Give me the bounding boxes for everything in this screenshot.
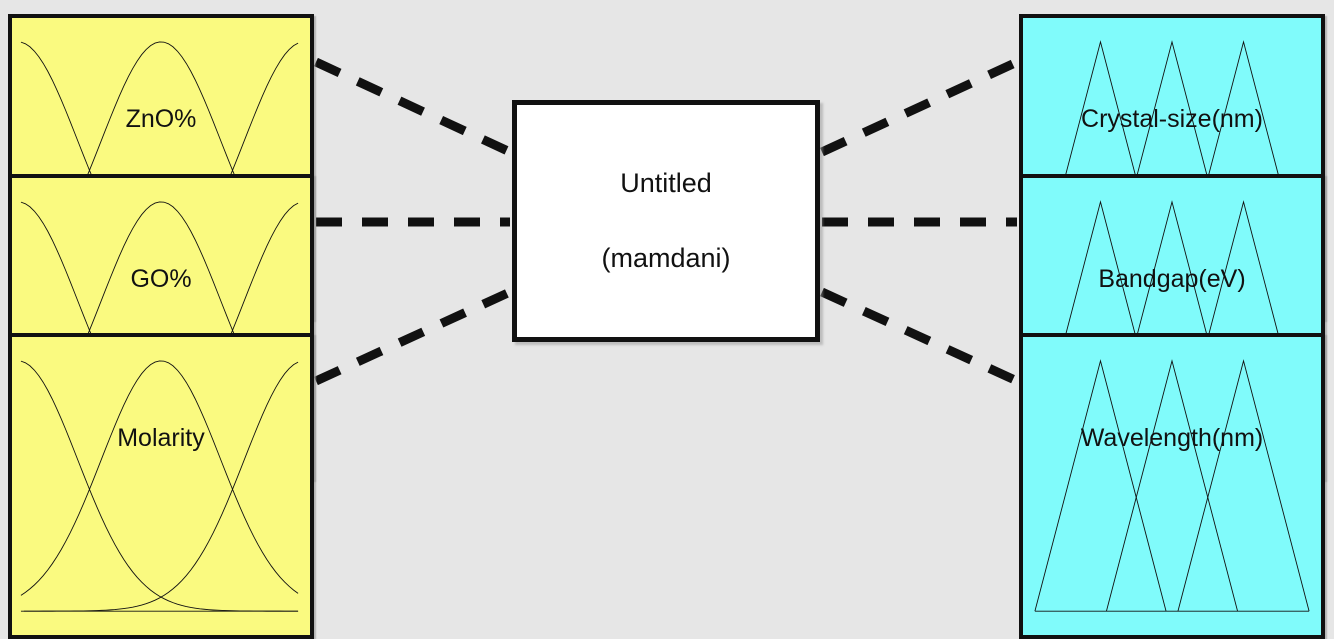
connector-molarity-to-engine: [314, 287, 512, 386]
fis-diagram-canvas: ZnO% GO% Molarity Untitled (mamdani) Cry…: [8, 14, 1325, 639]
output-variable-bandgap[interactable]: Bandgap(eV): [1019, 174, 1325, 480]
engine-title: Untitled: [620, 168, 712, 198]
input-variable-znO[interactable]: ZnO%: [8, 14, 314, 320]
connector-znO-to-engine: [314, 57, 512, 157]
connector-engine-to-crystal-size: [820, 57, 1019, 157]
input-label-znO: ZnO%: [125, 105, 197, 133]
input-variable-molarity[interactable]: Molarity: [8, 333, 314, 639]
output-mf-plot-wavelength[interactable]: [1019, 333, 1325, 639]
input-label-go: GO%: [130, 265, 192, 293]
engine-type-label: (mamdani): [601, 243, 731, 273]
connector-engine-to-wavelength: [820, 287, 1019, 386]
output-label-crystal-size: Crystal-size(nm): [1081, 105, 1263, 133]
output-label-bandgap: Bandgap(eV): [1098, 265, 1246, 293]
input-label-molarity: Molarity: [117, 424, 205, 452]
output-label-wavelength: Wavelength(nm): [1080, 424, 1264, 452]
input-mf-plot-molarity[interactable]: [8, 333, 314, 639]
input-variable-go[interactable]: GO%: [8, 174, 314, 480]
output-variable-crystal-size[interactable]: Crystal-size(nm): [1019, 14, 1325, 320]
inference-engine-block[interactable]: Untitled (mamdani): [512, 100, 820, 342]
output-variable-wavelength[interactable]: Wavelength(nm): [1019, 333, 1325, 639]
